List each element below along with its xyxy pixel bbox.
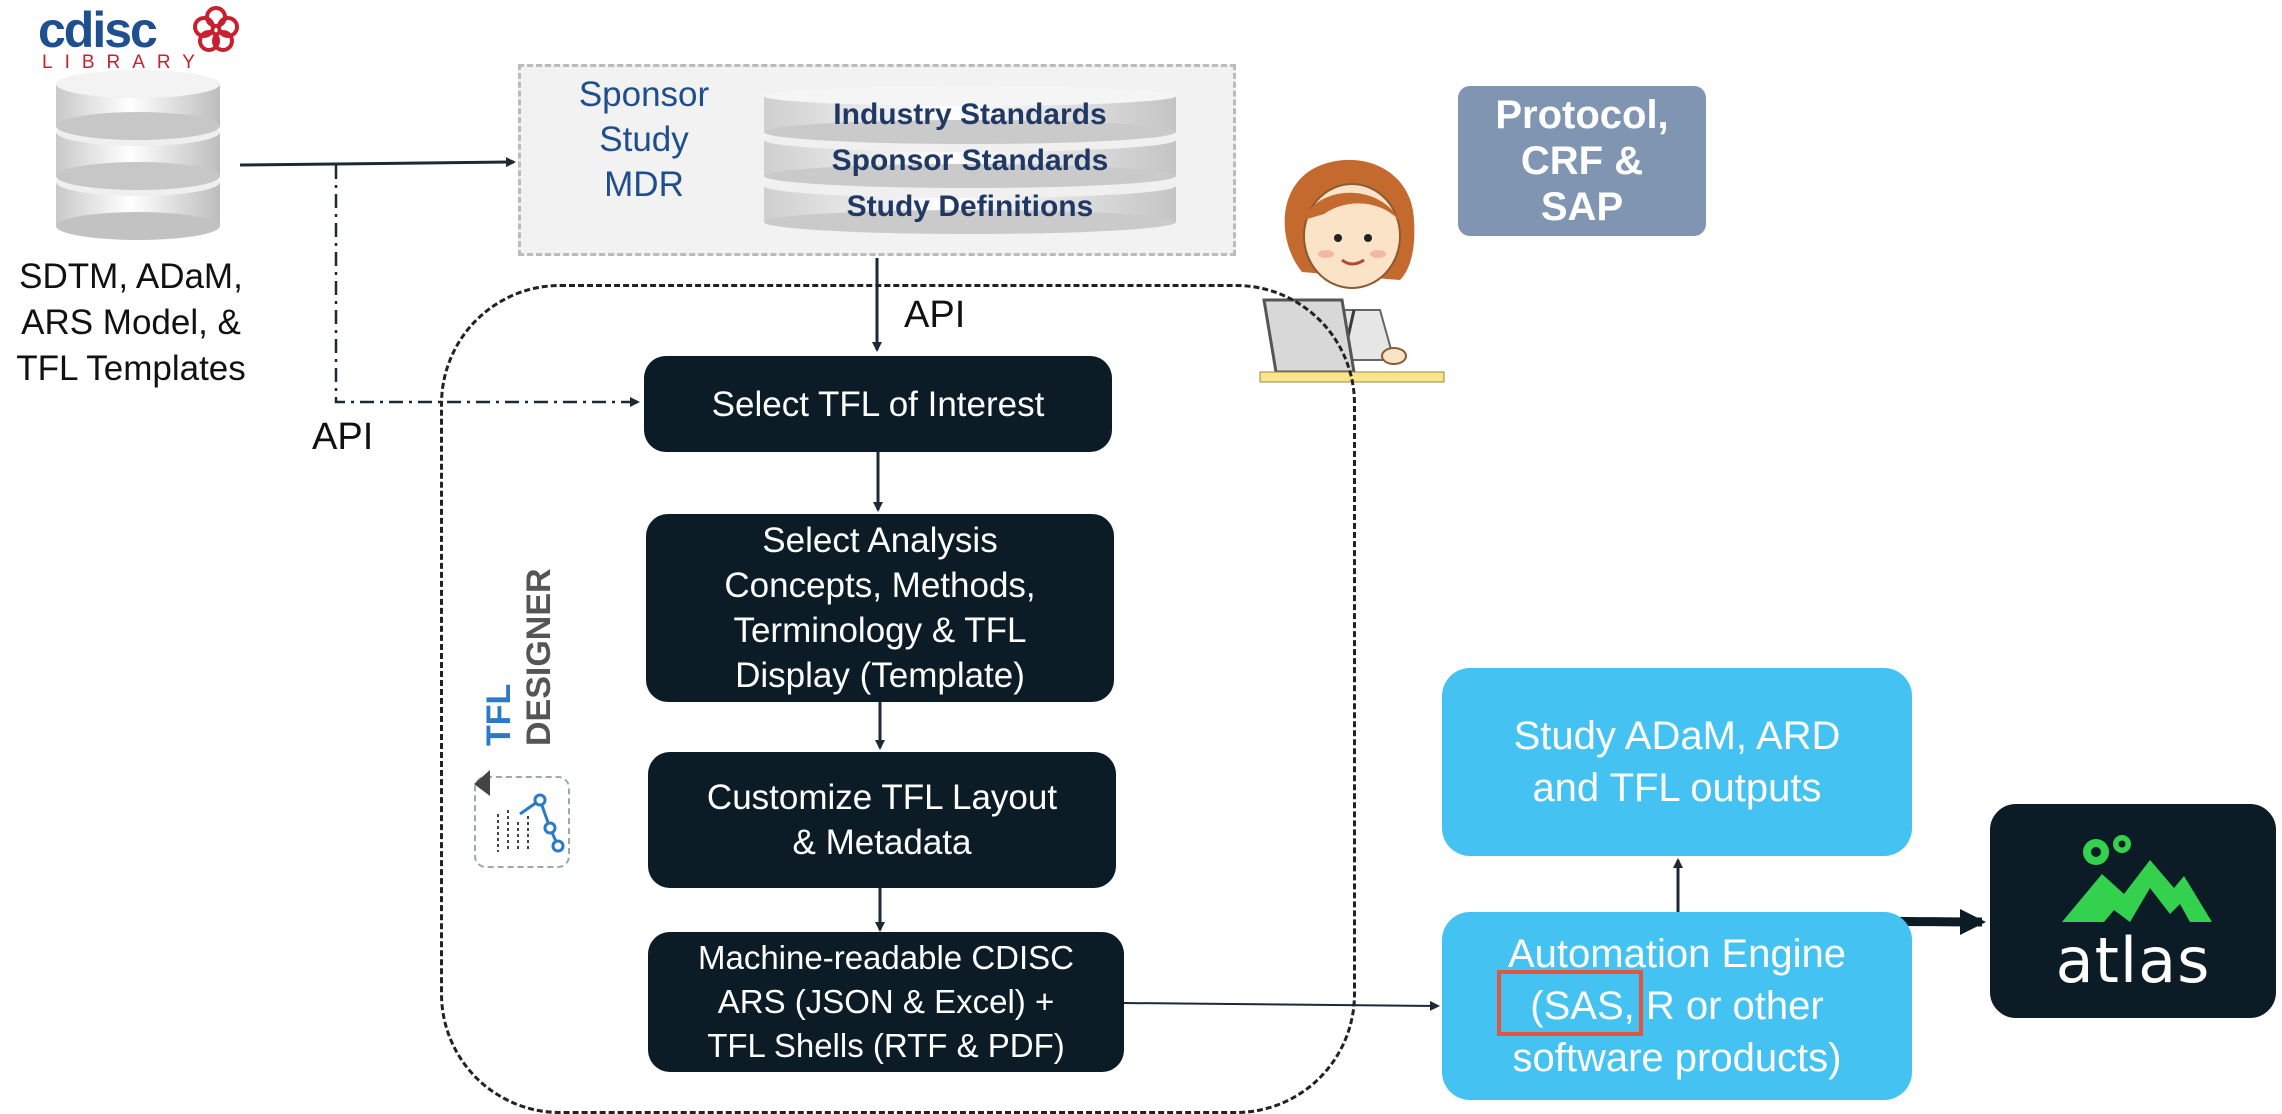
disk-label-study: Study Definitions — [846, 190, 1094, 223]
step-select-tfl-label: Select TFL of Interest — [711, 384, 1045, 424]
cdisc-library-logo: cdisc LIBRARY — [38, 2, 239, 73]
flower-icon — [193, 6, 239, 52]
step-select-tfl[interactable]: Select TFL of Interest — [644, 356, 1112, 452]
api-label-left: API — [312, 416, 374, 458]
library-content-label: SDTM, ADaM, ARS Model, & TFL Templates — [16, 257, 246, 388]
designer-word: DESIGNER — [520, 568, 558, 746]
tfl-word: TFL — [480, 683, 518, 746]
step-customize-layout[interactable]: Customize TFL Layout & Metadata — [648, 752, 1116, 888]
outputs-label: Study ADaM, ARD and TFL outputs — [1513, 714, 1841, 810]
disk-label-sponsor: Sponsor Standards — [831, 144, 1109, 177]
disk-label-industry: Industry Standards — [833, 98, 1107, 131]
api-label-top: API — [904, 294, 966, 336]
automation-engine-box: Automation Engine (SAS, R or other softw… — [1442, 912, 1912, 1100]
sponsor-database-icon — [764, 86, 1176, 234]
sas-highlight — [1497, 970, 1643, 1036]
arrow-library-to-mdr — [239, 157, 516, 168]
sponsor-mdr-label: Sponsor Study MDR — [578, 75, 710, 204]
step-machine-readable-label: Machine-readable CDISC ARS (JSON & Excel… — [697, 939, 1074, 1064]
logo-subtitle: LIBRARY — [42, 52, 207, 73]
protocol-crf-sap-box: Protocol, CRF & SAP — [1458, 86, 1706, 236]
outputs-box: Study ADaM, ARD and TFL outputs — [1442, 668, 1912, 856]
step-customize-layout-label: Customize TFL Layout & Metadata — [706, 778, 1058, 862]
tfl-designer-icon-frame — [474, 776, 570, 868]
library-database-icon — [56, 70, 220, 240]
step-machine-readable[interactable]: Machine-readable CDISC ARS (JSON & Excel… — [648, 932, 1124, 1072]
protocol-label: Protocol, CRF & SAP — [1495, 93, 1669, 229]
atlas-wordmark: atlas — [2055, 924, 2211, 997]
logo-text: cdisc — [38, 2, 158, 58]
atlas-logo-box: atlas — [1990, 804, 2276, 1018]
automation-engine-label: Automation Engine (SAS, R or other softw… — [1507, 932, 1846, 1080]
step-select-analysis-label: Select Analysis Concepts, Methods, Termi… — [724, 521, 1036, 695]
step-select-analysis[interactable]: Select Analysis Concepts, Methods, Termi… — [646, 514, 1114, 702]
atlas-mountain-gears-icon — [2062, 835, 2212, 922]
tfl-designer-frame — [440, 284, 1356, 1114]
tfl-chart-icon — [474, 770, 565, 853]
tfl-designer-logo: TFL DESIGNER — [462, 550, 570, 880]
